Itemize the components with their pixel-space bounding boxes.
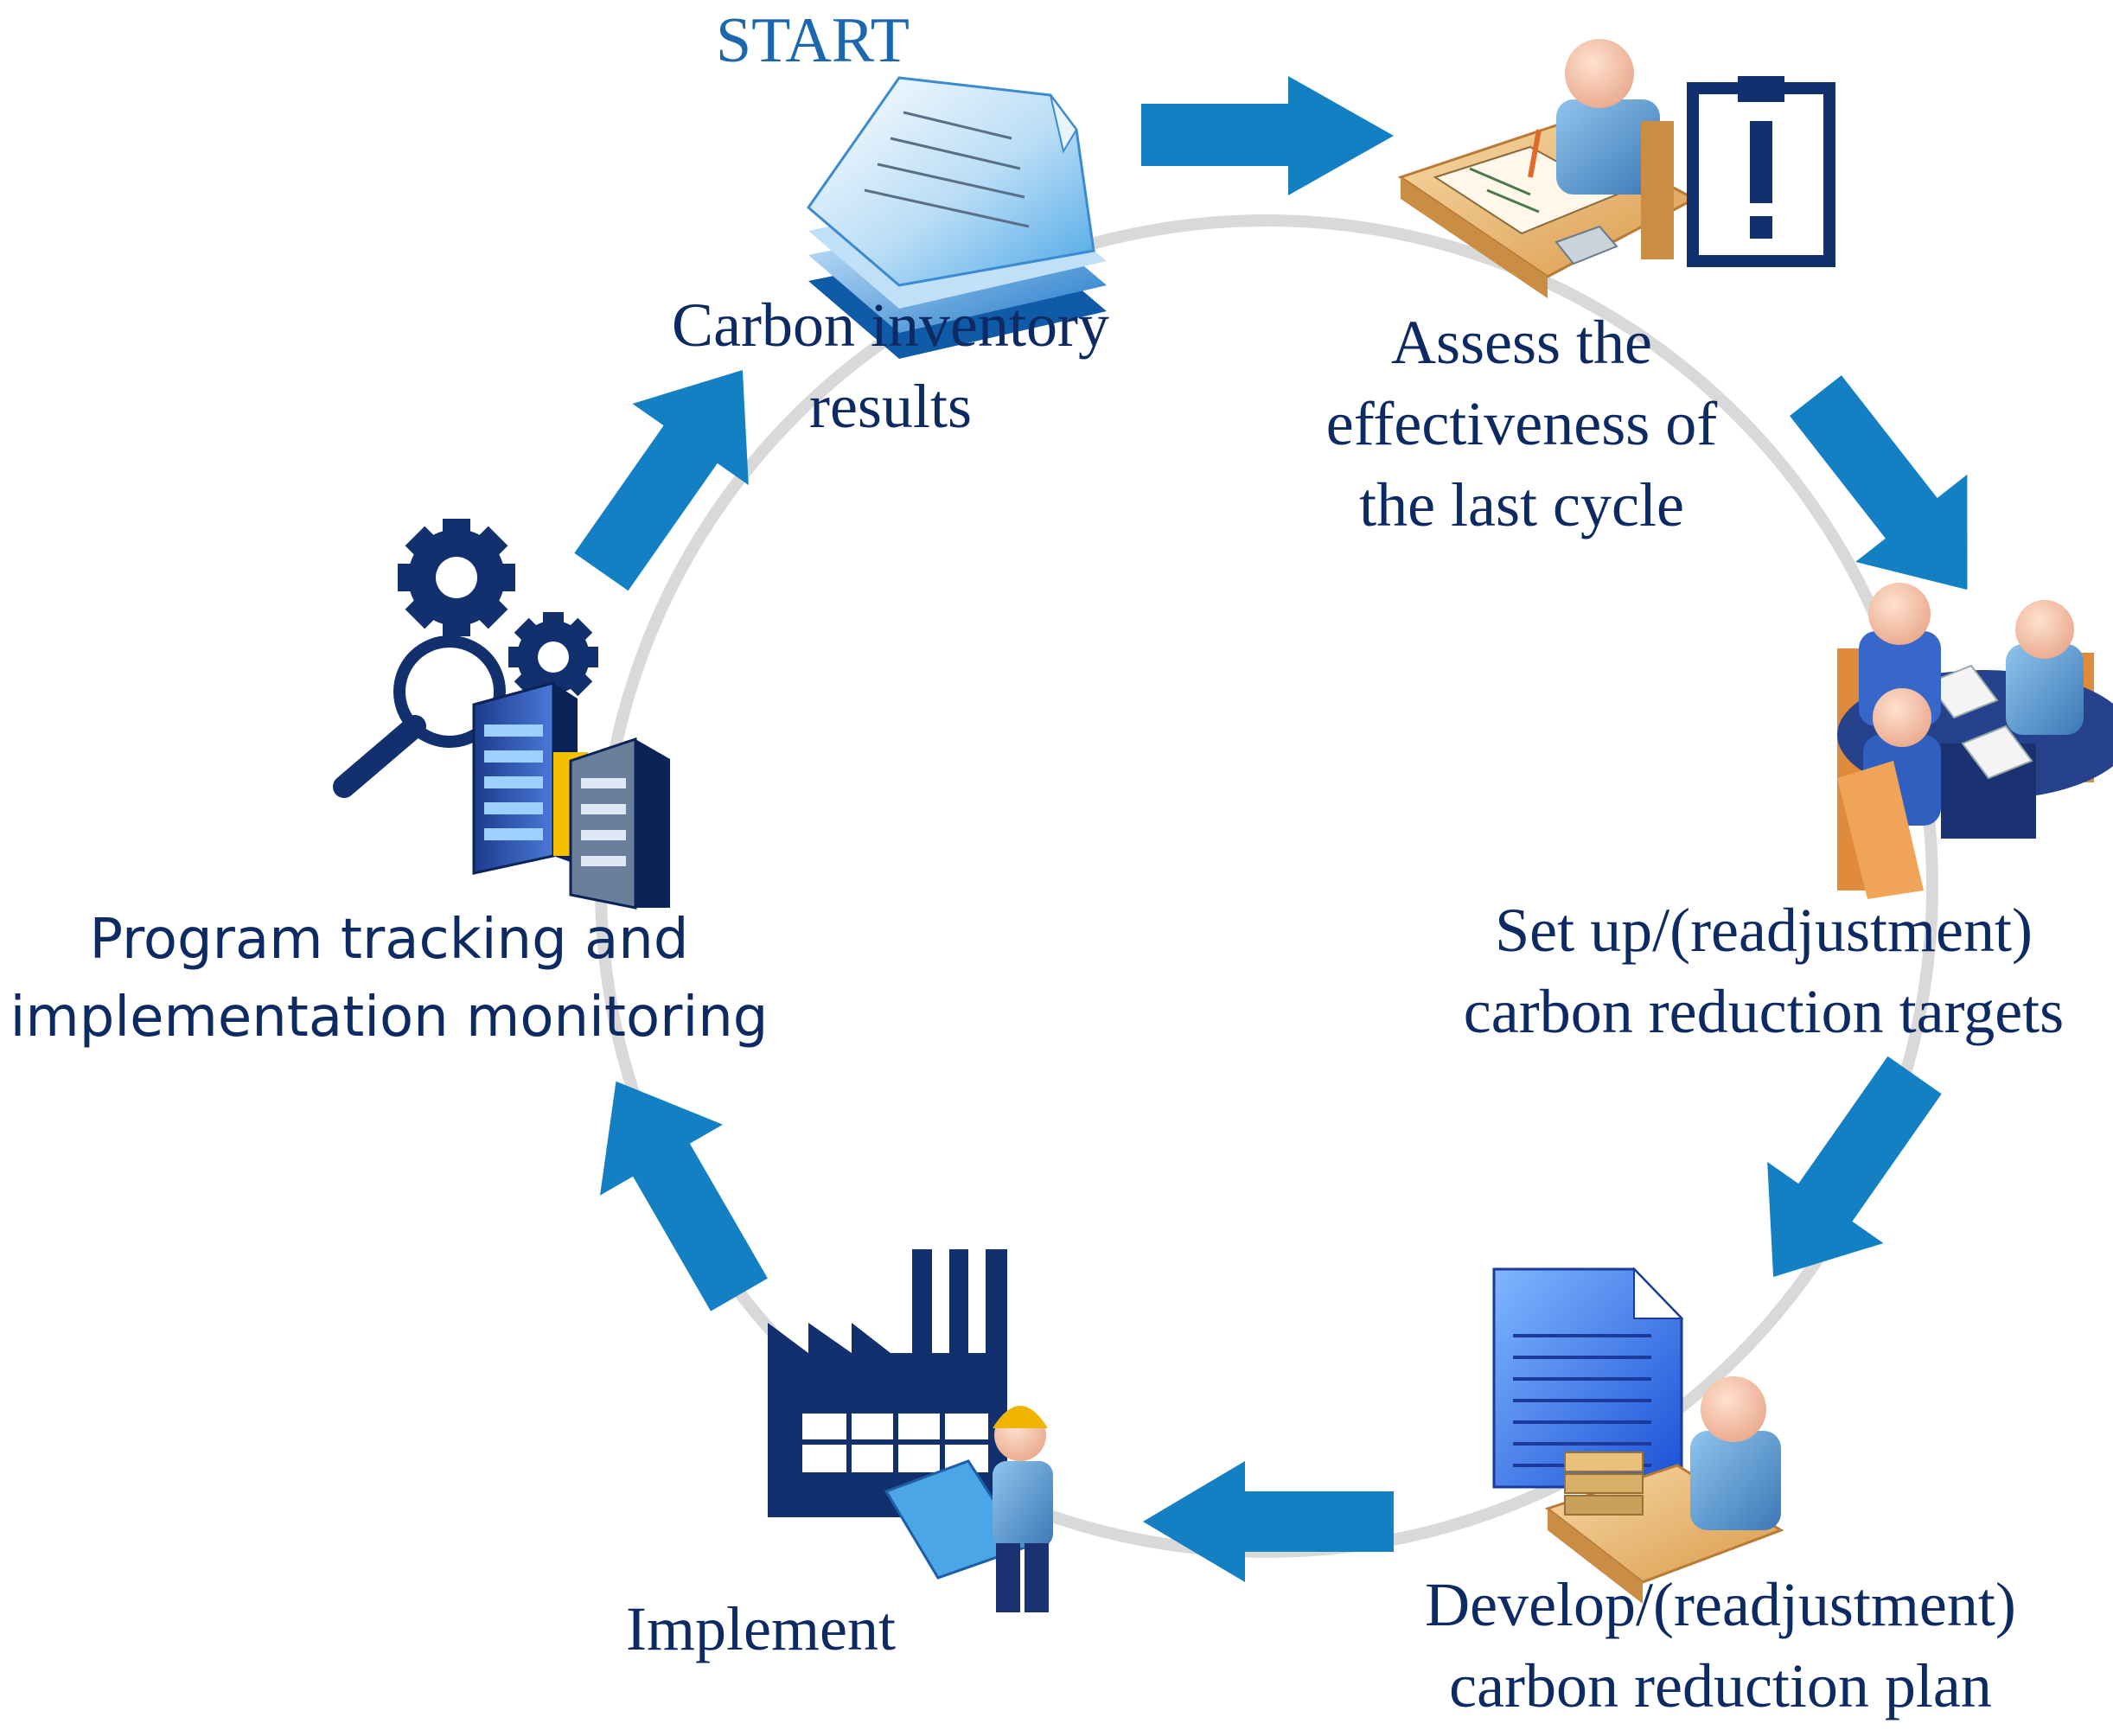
meeting-table-icon	[1837, 583, 2113, 899]
gears-servers-icon	[333, 519, 670, 909]
start-label: START	[716, 5, 910, 76]
arrow-upper-left	[574, 370, 749, 591]
person-at-desk-icon	[1397, 39, 1698, 298]
label-line: effectiveness of	[1325, 389, 1718, 458]
step-label-plan: Develop/(readjustment) carbon reduction …	[1349, 1573, 2092, 1736]
step-label-implement: Implement	[571, 1598, 951, 1660]
arrow-lower-left	[599, 1081, 768, 1312]
step-label-targets: Set up/(readjustment) carbon reduction t…	[1418, 899, 2110, 1062]
step-label-carbon-inventory: Carbon inventory results	[553, 294, 1228, 456]
factory-worker-icon	[768, 1249, 1053, 1612]
planning-document-icon	[1492, 1267, 1784, 1604]
label-line: Set up/(readjustment)	[1495, 896, 2033, 965]
label-line: carbon reduction plan	[1449, 1651, 1992, 1720]
document-stack-icon	[806, 76, 1107, 359]
label-line: Develop/(readjustment)	[1425, 1570, 2016, 1639]
label-line: Implement	[626, 1594, 896, 1663]
label-line: implementation monitoring	[10, 986, 769, 1050]
label-line: results	[809, 372, 972, 441]
arrow-upper-right	[1790, 375, 1968, 590]
label-line: Program tracking and	[89, 908, 689, 972]
label-line: the last cycle	[1359, 470, 1684, 539]
arrow-bottom	[1143, 1461, 1394, 1582]
clipboard-alert-icon	[1687, 76, 1835, 267]
step-label-tracking: Program tracking and implementation moni…	[0, 912, 778, 1068]
label-line: carbon reduction targets	[1463, 977, 2065, 1046]
label-line: Carbon inventory	[672, 290, 1109, 360]
step-label-assess: Assess the effectiveness of the last cyc…	[1219, 311, 1824, 555]
arrow-top	[1141, 76, 1394, 195]
label-line: Assess the	[1391, 308, 1652, 377]
arrow-lower-right	[1767, 1056, 1942, 1277]
